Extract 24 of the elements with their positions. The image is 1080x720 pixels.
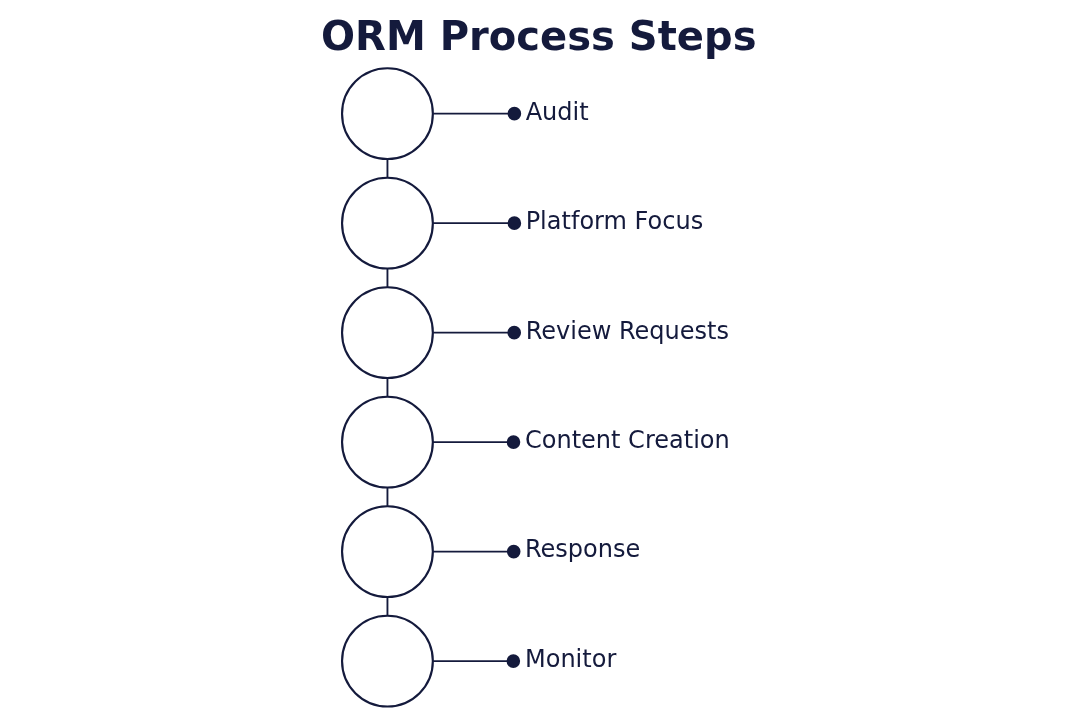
- connector: [432, 325, 522, 340]
- connector: [432, 106, 522, 121]
- connector: [386, 377, 389, 398]
- connector: [432, 544, 521, 559]
- connector: [386, 267, 389, 288]
- node-text: Platform Focus: [525, 207, 704, 236]
- node-text: Response: [524, 535, 641, 564]
- node-text: Audit: [525, 97, 589, 126]
- connector: [386, 158, 389, 179]
- connector: [432, 435, 521, 449]
- connector: [386, 596, 389, 617]
- connector: [432, 654, 521, 668]
- node-circle: [341, 286, 434, 380]
- node-circle: [341, 176, 434, 270]
- node-circle: [341, 505, 434, 599]
- node-text: Content Creation: [524, 425, 730, 454]
- node-circle: [341, 614, 434, 708]
- diagram-title: ORM Process Steps: [321, 12, 757, 59]
- node-circle: [341, 67, 434, 161]
- node-text: Review Requests: [525, 316, 730, 345]
- node-text: Monitor: [524, 644, 617, 673]
- connector: [432, 216, 522, 230]
- connector: [386, 486, 389, 507]
- node-circle: [341, 395, 434, 489]
